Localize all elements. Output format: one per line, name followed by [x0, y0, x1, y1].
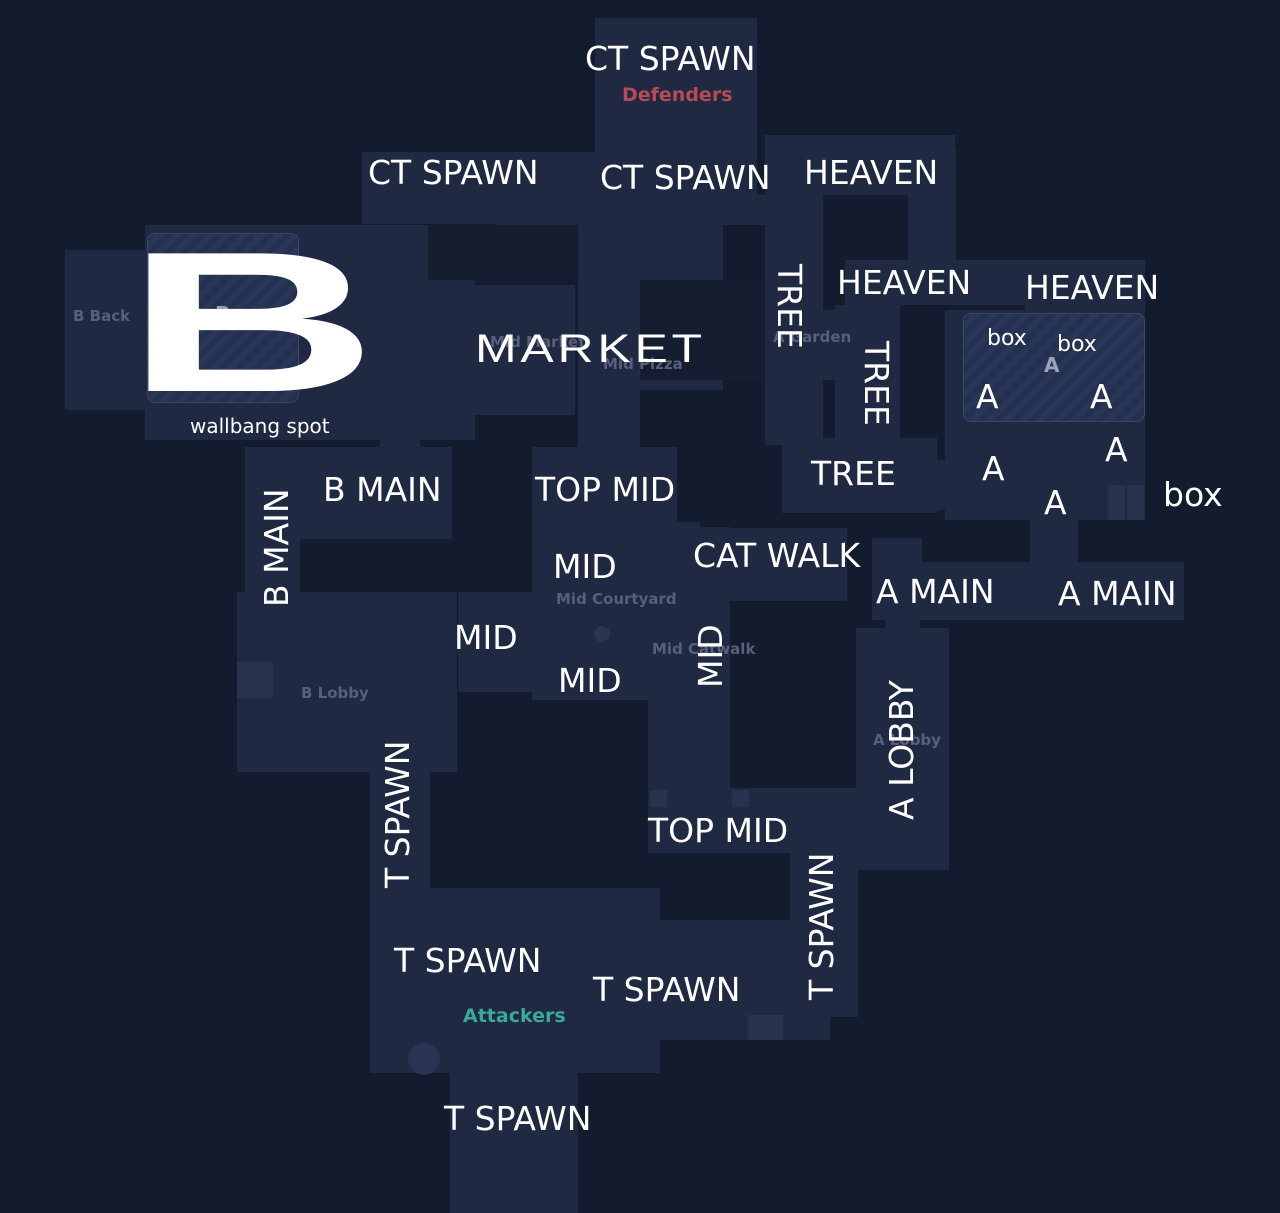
- annotation-market: MARKET: [475, 327, 706, 371]
- annotation-tree: TREE: [811, 454, 896, 493]
- annotation-ct-spawn-left: CT SPAWN: [368, 153, 539, 192]
- annotation-a-5: A: [1044, 483, 1067, 522]
- annotation-box-1: box: [987, 326, 1027, 351]
- annotation-a-main-2: A MAIN: [1058, 574, 1177, 613]
- room-tree-2: [835, 305, 900, 440]
- mid-box-1: [650, 790, 667, 807]
- a-box-1: [1108, 485, 1125, 520]
- room-mid-lobby: [712, 528, 847, 601]
- team-attackers-label: Attackers: [463, 1005, 566, 1027]
- room-t-spawn-bottom: [450, 1070, 578, 1213]
- mid-courtyard-pillar: [594, 626, 610, 642]
- annotation-t-spawn-2: T SPAWN: [593, 970, 741, 1009]
- room-mid-lower: [648, 690, 700, 790]
- annotation-catwalk: CAT WALK: [693, 536, 861, 575]
- room-gap-2: [640, 280, 765, 380]
- base-label-a-site: A: [1044, 353, 1060, 377]
- annotation-t-spawn-vertical-left: T SPAWN: [378, 740, 417, 888]
- room-b-main: [245, 447, 300, 597]
- annotation-a-2: A: [1090, 377, 1113, 416]
- t-spawn-box: [748, 1015, 783, 1040]
- t-spawn-pillar: [408, 1043, 440, 1075]
- room-a-main-conn: [872, 538, 922, 566]
- annotation-a-main-1: A MAIN: [876, 572, 995, 611]
- base-label-b-site: B: [215, 302, 231, 326]
- room-a-main: [872, 562, 1184, 620]
- room-market: [475, 285, 575, 415]
- base-label-mid-pizza: Mid Pizza: [603, 355, 683, 373]
- annotation-a-lobby: A LOBBY: [882, 680, 921, 820]
- annotation-ct-spawn-top: CT SPAWN: [585, 39, 756, 78]
- annotation-heaven-left: HEAVEN: [837, 263, 972, 302]
- room-heaven-col: [908, 148, 956, 268]
- room-b-main-2: [300, 447, 452, 539]
- room-ct-mid: [495, 195, 765, 225]
- room-t-spawn-right: [790, 830, 858, 1017]
- annotation-mid-vertical: MID: [691, 624, 730, 688]
- annotation-tree-vertical-2: TREE: [857, 341, 896, 426]
- annotation-a-3: A: [1105, 430, 1128, 469]
- annotation-tree-vertical-1: TREE: [770, 264, 809, 349]
- annotation-a-1: A: [976, 377, 999, 416]
- a-site-zone: [963, 313, 1145, 422]
- annotation-t-spawn-3: T SPAWN: [444, 1099, 592, 1138]
- room-mid-column: [578, 390, 640, 450]
- b-lobby-box: [237, 662, 273, 698]
- room-a-garden: [765, 310, 840, 380]
- annotation-mid-3: MID: [558, 661, 622, 700]
- a-box-2: [1127, 485, 1144, 520]
- annotation-a-4: A: [982, 449, 1005, 488]
- annotation-mid-1: MID: [553, 547, 617, 586]
- room-a-lobby: [856, 628, 949, 870]
- room-mid-courtyard: [532, 522, 700, 700]
- room-mid-top: [532, 447, 677, 527]
- annotation-b-main: B MAIN: [323, 470, 442, 509]
- room-ct-spawn: [595, 18, 757, 218]
- base-label-a-garden: A Garden: [773, 328, 852, 346]
- annotation-t-spawn-vertical-right: T SPAWN: [802, 852, 841, 1000]
- base-label-mid-courtyard: Mid Courtyard: [556, 590, 677, 608]
- annotation-box-3: box: [1163, 475, 1223, 514]
- base-label-mid-catwalk: Mid Catwalk: [652, 640, 756, 658]
- team-defenders-label: Defenders: [622, 84, 733, 106]
- annotation-heaven-top: HEAVEN: [804, 153, 939, 192]
- base-label-b-back: B Back: [73, 307, 131, 325]
- room-tree-link: [935, 460, 950, 510]
- annotation-wallbang-spot: wallbang spot: [190, 414, 330, 438]
- room-b-bridge: [380, 410, 420, 450]
- room-a-window: [845, 260, 1030, 305]
- room-b-lobby-ext: [370, 620, 430, 900]
- room-t-spawn-mid: [550, 920, 830, 1040]
- annotation-t-spawn-1: T SPAWN: [394, 941, 542, 980]
- room-a-link: [782, 438, 937, 513]
- annotation-b-main-vertical: B MAIN: [257, 488, 296, 607]
- annotation-ct-spawn-mid: CT SPAWN: [600, 158, 771, 197]
- room-a-lobby-conn: [885, 615, 920, 630]
- annotation-heaven-right: HEAVEN: [1025, 268, 1160, 307]
- annotation-top-mid-2: TOP MID: [648, 811, 789, 850]
- annotation-top-mid-1: TOP MID: [535, 470, 676, 509]
- base-label-a-lobby: A Lobby: [873, 731, 941, 749]
- base-label-mid-market: Mid Market: [490, 333, 586, 351]
- room-mid-link: [458, 592, 533, 692]
- room-a-rafters: [1025, 260, 1145, 310]
- annotation-mid-2: MID: [454, 618, 518, 657]
- annotation-box-2: box: [1057, 332, 1097, 357]
- b-site-zone: [147, 233, 299, 403]
- room-gap-1: [428, 225, 593, 280]
- mid-box-2: [732, 790, 749, 807]
- room-b-back: [65, 250, 145, 410]
- base-label-b-lobby: B Lobby: [301, 684, 369, 702]
- room-a-wine: [1030, 520, 1078, 565]
- annotation-big-b: B: [125, 211, 378, 434]
